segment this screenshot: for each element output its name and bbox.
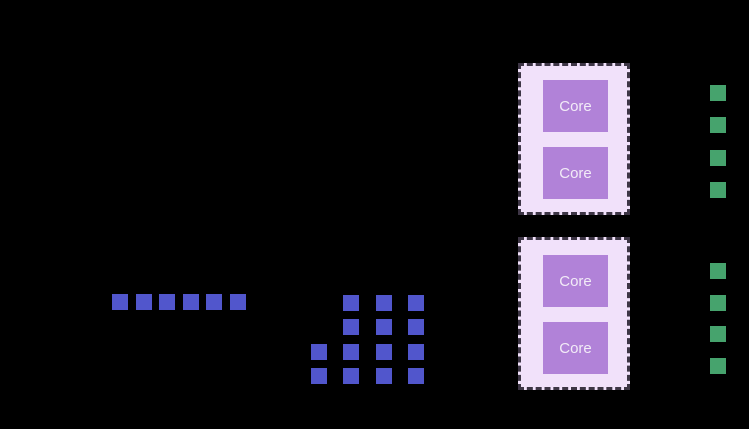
green-square bbox=[710, 85, 726, 101]
blue-square bbox=[311, 343, 327, 360]
blue-square bbox=[343, 319, 360, 336]
blue-square bbox=[375, 319, 392, 336]
blue-square bbox=[343, 295, 360, 311]
green-square bbox=[710, 149, 726, 166]
green-square bbox=[710, 294, 726, 311]
core-box: Core bbox=[543, 147, 608, 199]
blue-square bbox=[229, 294, 246, 310]
green-square bbox=[710, 263, 726, 279]
blue-square bbox=[112, 294, 128, 310]
green-square bbox=[710, 357, 726, 374]
blue-square bbox=[159, 294, 175, 310]
blue-square bbox=[407, 343, 424, 360]
core-label: Core bbox=[559, 97, 592, 115]
cpu-chip-top: Core Core bbox=[518, 63, 630, 215]
core-label: Core bbox=[559, 339, 592, 357]
green-square bbox=[710, 181, 726, 198]
cpu-chip-bottom: Core Core bbox=[518, 237, 630, 390]
blue-square bbox=[343, 367, 360, 384]
core-label: Core bbox=[559, 272, 592, 290]
blue-square bbox=[375, 343, 392, 360]
core-box: Core bbox=[543, 80, 608, 132]
blue-square bbox=[375, 367, 392, 384]
blue-square bbox=[375, 295, 392, 311]
blue-square bbox=[407, 367, 424, 384]
green-square bbox=[710, 117, 726, 134]
core-box: Core bbox=[543, 255, 608, 307]
green-square bbox=[710, 326, 726, 342]
core-label: Core bbox=[559, 164, 592, 182]
blue-square bbox=[135, 294, 152, 310]
core-box: Core bbox=[543, 322, 608, 374]
blue-square bbox=[182, 294, 199, 310]
blue-square bbox=[407, 295, 424, 311]
blue-square bbox=[343, 343, 360, 360]
blue-square bbox=[311, 367, 327, 384]
blue-square bbox=[407, 319, 424, 336]
blue-square bbox=[206, 294, 222, 310]
